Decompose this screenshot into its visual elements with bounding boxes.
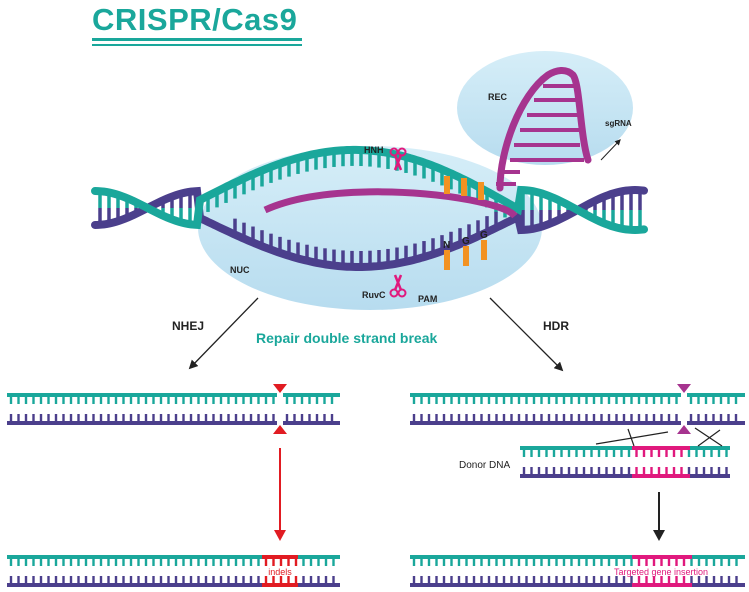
indels-label: indels [268, 567, 292, 577]
dna-double-helix [91, 145, 648, 271]
nuc-lobe [198, 146, 542, 310]
nuc-label: NUC [230, 265, 250, 275]
rec-label: REC [488, 92, 508, 102]
hdr-result-arrowhead [653, 530, 665, 541]
hnh-scissors-icon [389, 147, 407, 171]
sgrna-hairpin [496, 67, 592, 192]
ruvc-label: RuvC [362, 290, 386, 300]
nhej-break-marker-bottom [273, 425, 287, 434]
target-base-3 [478, 182, 484, 200]
insertion-label: Targeted gene insertion [614, 567, 708, 577]
hdr-break-marker-top [677, 384, 691, 393]
hdr-break-marker-bottom [677, 425, 691, 434]
pam-base-g1 [463, 246, 469, 266]
nhej-label: NHEJ [172, 319, 204, 333]
sgrna-label: sgRNA [605, 119, 632, 128]
crossover-line-right [694, 427, 723, 447]
target-base-2 [461, 178, 467, 196]
nhej-break-marker-top [273, 384, 287, 393]
crossover-line-right-b [697, 429, 721, 447]
title-underline-bottom [92, 44, 302, 46]
donor-dna-label: Donor DNA [459, 460, 510, 471]
pam-g2-label: G [480, 230, 488, 241]
nhej-arrow [188, 297, 259, 370]
repair-label: Repair double strand break [256, 330, 437, 346]
title-underline-top [92, 38, 302, 41]
sgrna-pointer-arrow [600, 139, 621, 161]
dna-bottom-strand [91, 185, 648, 271]
crossover-line-left-b [627, 428, 635, 447]
pam-base-g2 [481, 240, 487, 260]
ruvc-scissors-icon [389, 274, 407, 298]
target-base-1 [444, 176, 450, 194]
dna-top-strand [91, 145, 648, 235]
crossover-line-left [595, 431, 669, 445]
repair-ladders [7, 393, 745, 587]
nhej-result-arrowhead [274, 530, 286, 541]
pam-label: PAM [418, 294, 437, 304]
pam-base-n [444, 250, 450, 270]
pam-n-label: N [443, 240, 450, 251]
pam-g1-label: G [462, 236, 470, 247]
page-title: CRISPR/Cas9 [92, 2, 298, 37]
hdr-arrow [489, 297, 564, 372]
sgrna-guide-strand [263, 188, 518, 219]
hnh-label: HNH [364, 145, 384, 155]
rec-lobe [457, 51, 633, 165]
hdr-label: HDR [543, 319, 569, 333]
